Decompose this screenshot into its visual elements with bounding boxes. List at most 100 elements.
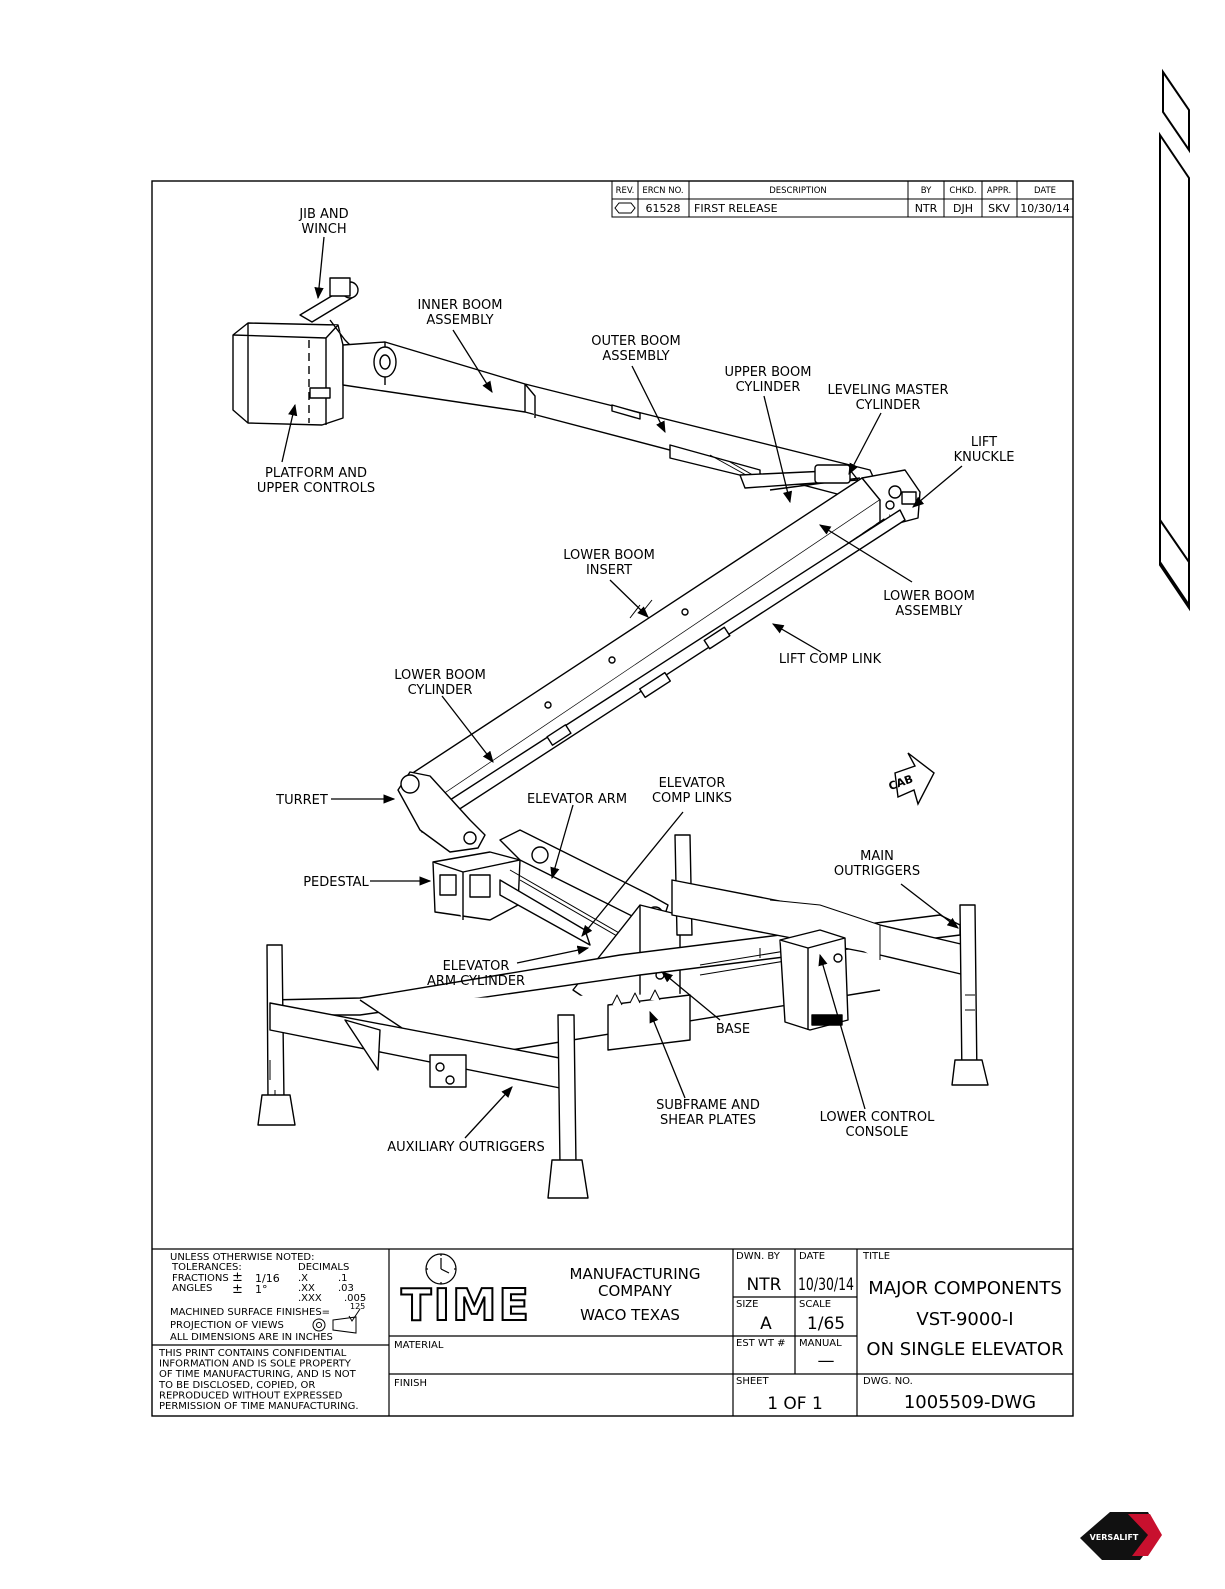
turret [397,771,486,853]
callout-lift-comp-link: LIFT COMP LINK [779,652,882,667]
dec-x-label: .X [298,1273,308,1284]
dec-xxx-value: .005 [344,1293,366,1304]
scale-label: SCALE [799,1299,831,1310]
callout-leaders [281,236,963,1139]
callout-turret: TURRET [275,793,328,808]
date-label: DATE [799,1251,825,1262]
clock-icon [425,1253,457,1285]
decimals-label: DECIMALS [298,1262,349,1273]
est-wt-label: EST WT # [736,1338,786,1349]
finishes-label: MACHINED SURFACE FINISHES= [170,1307,330,1318]
title-line-3: ON SINGLE ELEVATOR [866,1339,1063,1360]
dwn-by-label: DWN. BY [736,1251,781,1262]
time-logo: TIME [400,1253,531,1332]
dec-xxx-label: .XXX [298,1293,322,1304]
manual-value: — [818,1351,835,1371]
appr-header: APPR. [987,186,1011,196]
callout-pedestal: PEDESTAL [303,875,369,890]
angle-value: 1° [255,1283,268,1296]
revision-block [611,180,1074,218]
angle-pm: ± [232,1282,243,1297]
appr-value: SKV [988,202,1010,215]
finish-label: FINISH [394,1378,427,1389]
boom-cylinders [739,464,861,491]
pedestal [432,851,521,921]
company-line-2: COMPANY [598,1282,673,1300]
date-value-tb: 10/30/14 [798,1275,854,1295]
callout-auxiliary-outriggers: AUXILIARY OUTRIGGERS [387,1140,545,1155]
dwn-by-value: NTR [747,1275,782,1295]
versalift-logo-text: VERSALIFT [1090,1533,1139,1542]
material-label: MATERIAL [394,1340,444,1351]
lift-comp-link [449,509,906,813]
fractions-label: FRACTIONS [172,1273,229,1284]
rev-header: REV. [616,186,635,196]
ercn-header: ERCN NO. [642,186,683,196]
angles-label: ANGLES [172,1283,212,1294]
date-header: DATE [1034,186,1056,196]
main-outriggers [671,834,989,1086]
fraction-pm: ± [232,1270,243,1285]
chkd-header: CHKD. [949,186,976,196]
title-block [152,1248,1073,1416]
chkd-value: DJH [953,202,973,215]
dimensions-label: ALL DIMENSIONS ARE IN INCHES [170,1332,333,1343]
company-location: WACO TEXAS [580,1306,680,1324]
projection-label: PROJECTION OF VIEWS [170,1320,284,1331]
elevator-arm [499,829,669,956]
projection-symbol-icon [312,1316,357,1334]
title-label: TITLE [862,1251,890,1262]
lower-control-console [779,929,849,1031]
callout-elevator-arm: ELEVATOR ARM [527,792,627,807]
title-line-1: MAJOR COMPONENTS [868,1278,1062,1299]
by-value: NTR [915,202,938,215]
time-logo-text: TIME [401,1280,531,1331]
size-label: SIZE [736,1299,758,1310]
aerial-lift-drawing [232,277,989,1199]
auxiliary-outriggers [257,944,589,1199]
dec-xx-value: .03 [338,1283,354,1294]
dec-xx-label: .XX [298,1283,315,1294]
manual-label: MANUAL [799,1338,842,1349]
date-value: 10/30/14 [1020,202,1069,215]
title-line-2: VST-9000-I [916,1309,1013,1330]
ercn-value: 61528 [646,202,681,215]
company-line-1: MANUFACTURING [570,1265,701,1283]
cab-direction-arrow: CAB [887,752,935,806]
sheet-value: 1 OF 1 [767,1394,823,1414]
description-header: DESCRIPTION [769,186,827,196]
dwg-no-label: DWG. NO. [863,1376,913,1387]
finish-value: 125 [350,1302,365,1311]
edge-tab-marks [1159,68,1190,612]
jib-winch [299,277,359,351]
platform-basket [232,322,344,426]
scale-value: 1/65 [807,1314,845,1334]
dec-x-value: .1 [338,1273,348,1284]
drawing-number: 1005509-DWG [904,1392,1036,1413]
description-value: FIRST RELEASE [694,202,778,215]
confidential-notice: THIS PRINT CONTAINS CONFIDENTIAL INFORMA… [158,1348,359,1412]
by-header: BY [921,186,932,196]
tolerance-label: TOLERANCES: [171,1262,242,1273]
tolerance-header: UNLESS OTHERWISE NOTED: [170,1252,314,1263]
versalift-logo: VERSALIFT [1080,1512,1162,1560]
callout-base: BASE [716,1022,750,1037]
size-value: A [760,1314,772,1334]
fraction-value: 1/16 [255,1272,280,1285]
